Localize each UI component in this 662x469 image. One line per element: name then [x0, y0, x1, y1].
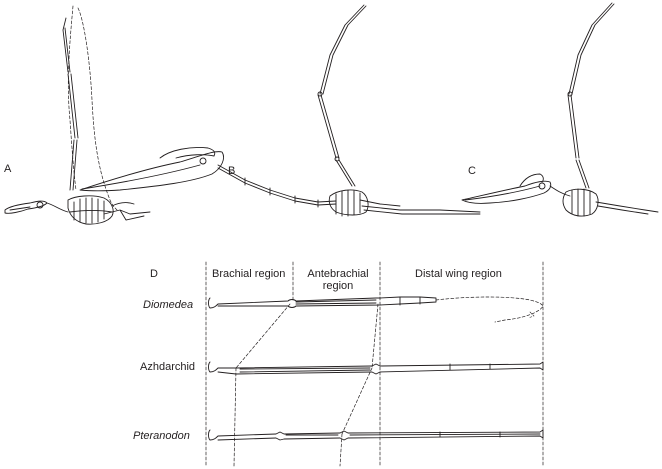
azhdarchid-wing-bones [208, 361, 544, 375]
albatross-wing-outline [67, 5, 118, 211]
taxon-label-azhdarchid: Azhdarchid [140, 361, 196, 373]
taxon-label-pteranodon: Pteranodon [133, 430, 190, 442]
region-label-antebrachial-line2: region [322, 280, 354, 292]
taxon-label-diomedea: Diomedea [143, 299, 194, 311]
region-label-brachial: Brachial region [212, 268, 286, 280]
region-label-antebrachial: Antebrachial region [298, 268, 378, 292]
albatross-skeleton-drawing [4, 5, 151, 225]
panel-label-a: A [4, 163, 12, 175]
wing-comparison-chart [205, 261, 544, 467]
pteranodon-skull [461, 180, 552, 204]
region-label-distal: Distal wing region [415, 268, 502, 280]
azhdarchid-skeleton-drawing [79, 4, 481, 217]
panel-label-b: B [228, 165, 236, 177]
pteranodon-skeleton-drawing [461, 2, 659, 217]
diomedea-feather-outline [435, 296, 544, 323]
azhdarchid-skull [79, 151, 224, 192]
region-label-antebrachial-line1: Antebrachial [307, 268, 369, 280]
panel-label-c: C [468, 165, 476, 177]
diomedea-wing-bones [208, 296, 437, 309]
pteranodon-wing-bones [208, 429, 544, 441]
panel-label-d: D [150, 268, 158, 280]
